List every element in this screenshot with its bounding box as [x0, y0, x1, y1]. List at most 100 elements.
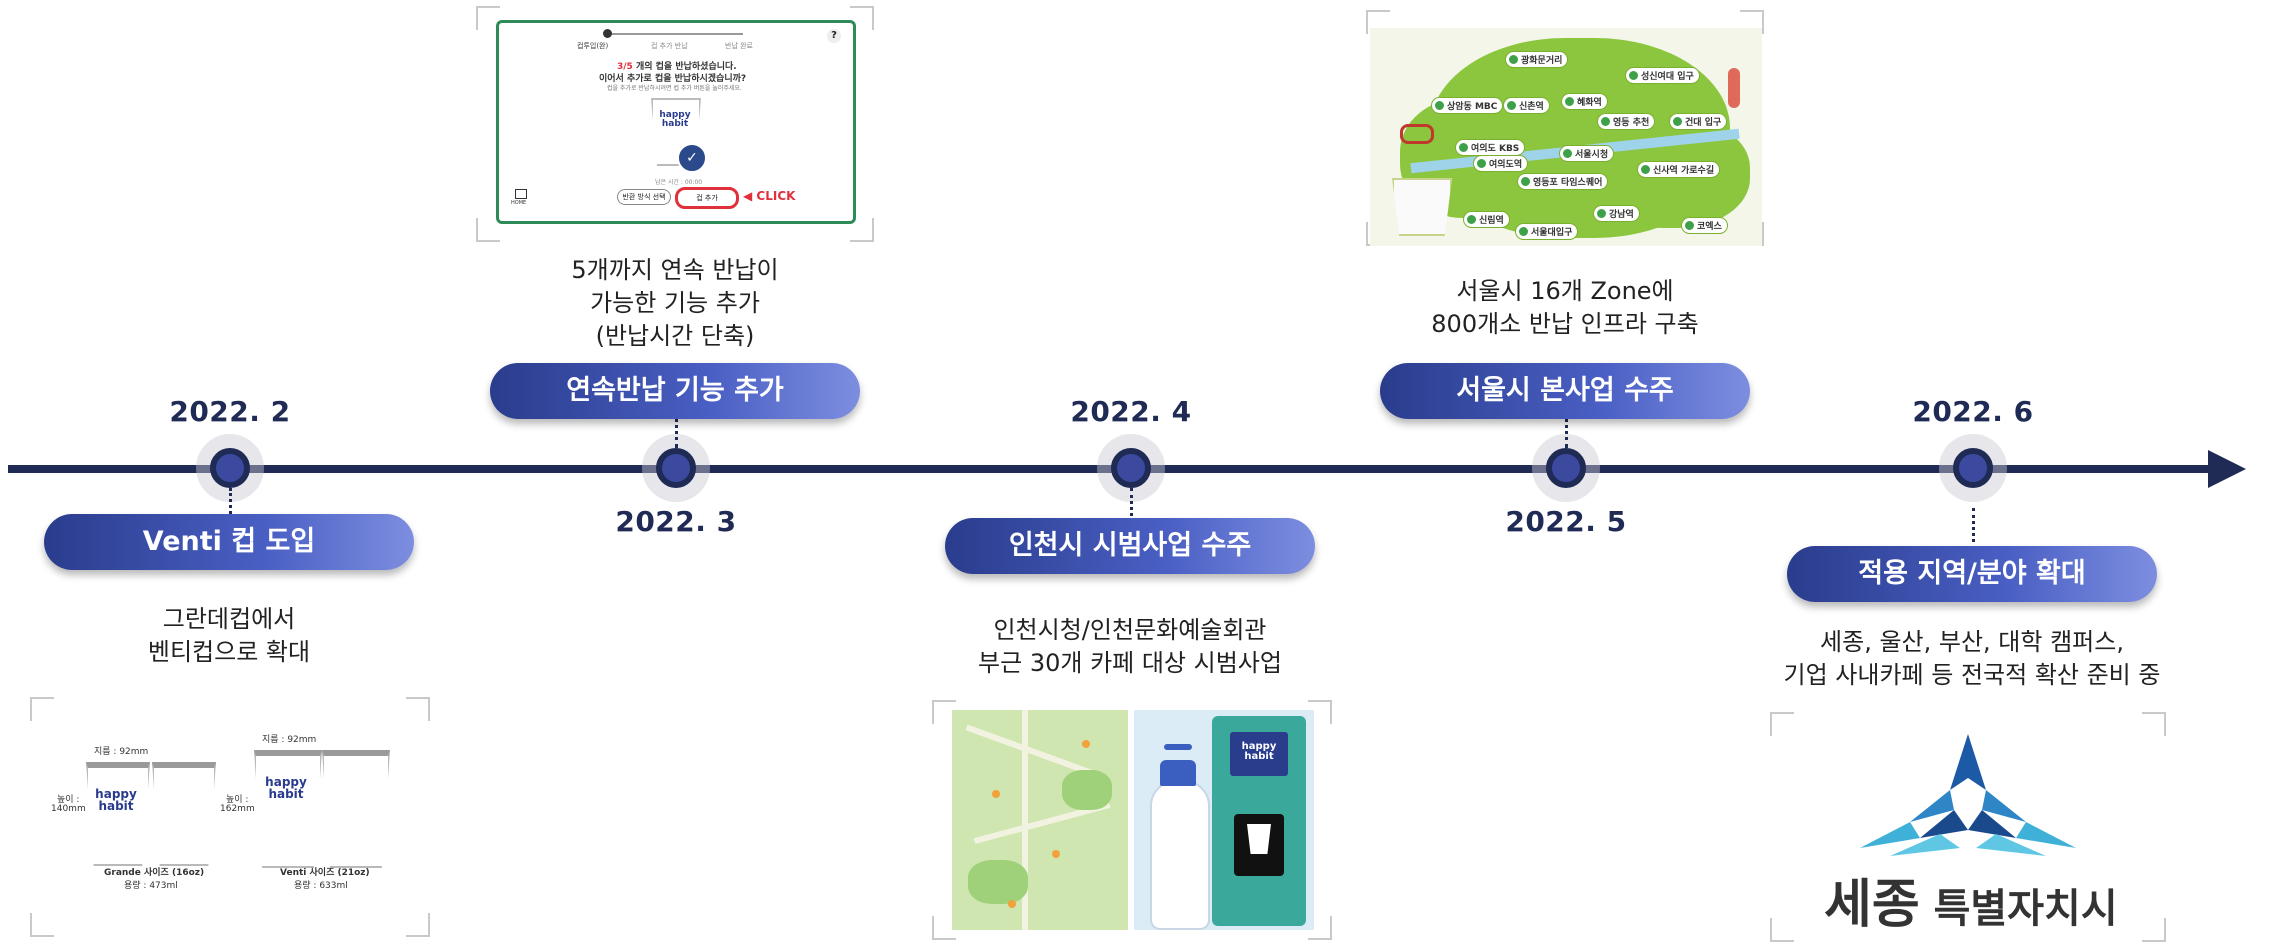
venti-name: Venti 사이즈 (21oz): [280, 868, 370, 878]
help-button[interactable]: ?: [827, 29, 841, 43]
connector-2022-3: [675, 418, 678, 448]
map-label: 여의도 KBS: [1456, 140, 1525, 155]
return-count-message: 3/5 개의 컵을 반납하셨습니다.: [617, 62, 737, 72]
desc-continuous-return: 5개까지 연속 반납이 가능한 기능 추가 (반납시간 단축): [525, 254, 825, 353]
desc-line: 그란데컵에서: [162, 605, 296, 633]
map-cup-icon: [1392, 178, 1452, 236]
desc-line: (반납시간 단축): [595, 322, 755, 350]
timeline-node-2022-3: [656, 448, 696, 488]
map-label: 건대 입구: [1670, 114, 1727, 129]
map-label: 상암동 MBC: [1432, 98, 1503, 113]
step-label: 반납 완료: [725, 42, 753, 50]
seoul-zone-map: 광화문거리 성신여대 입구 혜화역 상암동 MBC 신촌역 건대 입구 영등 추…: [1370, 28, 1762, 246]
year-2022-4: 2022. 4: [1070, 395, 1192, 428]
mascot-propeller-icon: [1164, 744, 1192, 750]
grande-height-value: 140mm: [51, 804, 86, 814]
map-label: 성신여대 입구: [1626, 68, 1699, 83]
sejong-name-rest: 특별자치시: [1919, 886, 2118, 932]
sejong-logo: [1850, 730, 2086, 860]
milestone-seoul-contract: 서울시 본사업 수주: [1380, 363, 1750, 419]
grande-cup-back: [152, 762, 216, 866]
kiosk-screen: [1230, 732, 1288, 776]
desc-line: 가능한 기능 추가: [590, 289, 760, 317]
milestone-incheon-pilot: 인천시 시범사업 수주: [945, 518, 1315, 574]
desc-seoul-contract: 서울시 16개 Zone에 800개소 반납 인프라 구축: [1375, 275, 1755, 341]
timeline-node-2022-6: [1953, 448, 1993, 488]
mascot-character: [1150, 780, 1210, 930]
click-callout: ◀ CLICK: [743, 189, 796, 203]
desc-line: 인천시청/인천문화예술회관: [993, 616, 1267, 644]
map-label: 서울대입구: [1516, 224, 1578, 239]
connector-2022-2: [229, 488, 232, 514]
grande-height-label: 높이 :: [57, 795, 80, 805]
desc-line: 부근 30개 카페 대상 시범사업: [978, 649, 1282, 677]
grande-cup-front: [86, 762, 150, 866]
grande-width-label: 지름 : 92mm: [94, 747, 149, 757]
incheon-map: [952, 710, 1128, 930]
step-label: 컵 추가 반납: [651, 42, 688, 50]
desc-venti-cup: 그란데컵에서 벤티컵으로 확대: [79, 603, 379, 669]
add-cup-question: 이어서 추가로 컵을 반납하시겠습니까?: [599, 74, 747, 84]
milestone-venti-cup: Venti 컵 도입: [44, 514, 414, 570]
map-label: 신림역: [1464, 212, 1509, 227]
grande-name: Grande 사이즈 (16oz): [104, 868, 205, 878]
photo-frame-app: [476, 6, 874, 242]
map-label: 강남역: [1594, 206, 1639, 221]
year-2022-6: 2022. 6: [1912, 395, 2034, 428]
timeline-node-2022-2: [210, 448, 250, 488]
year-2022-5: 2022. 5: [1505, 505, 1627, 538]
desc-expansion: 세종, 울산, 부산, 대학 캠퍼스, 기업 사내카페 등 전국적 확산 준비 …: [1757, 626, 2187, 692]
timeline-node-2022-5: [1546, 448, 1586, 488]
sejong-emblem-icon: [1860, 734, 2076, 856]
venti-cup-back: [322, 750, 390, 868]
timeline-arrow-icon: [2208, 450, 2246, 488]
photo-frame-cups: [30, 697, 430, 937]
desc-line: 기업 사내카페 등 전국적 확산 준비 중: [1783, 661, 2161, 689]
home-icon[interactable]: [515, 189, 527, 199]
map-label: 여의도역: [1474, 156, 1528, 171]
sejong-name-big: 세종: [1824, 875, 1920, 935]
venti-cup-front: [254, 750, 322, 868]
venti-volume: 용량 : 633ml: [294, 881, 348, 891]
milestone-expansion: 적용 지역/분야 확대: [1787, 546, 2157, 602]
map-label: 영등포 타임스퀘어: [1518, 174, 1608, 189]
venti-width-label: 지름 : 92mm: [262, 735, 317, 745]
timeline-node-2022-4: [1111, 448, 1151, 488]
step-progress-bar: [607, 33, 743, 35]
desc-line: 800개소 반납 인프라 구축: [1431, 310, 1699, 338]
venti-height-value: 162mm: [220, 804, 255, 814]
map-label: 코엑스: [1682, 218, 1727, 233]
mascot-hat: [1160, 760, 1196, 786]
runner-figure-icon: [1728, 68, 1740, 108]
desc-line: 5개까지 연속 반납이: [571, 256, 779, 284]
check-icon: ✓: [677, 143, 707, 173]
desc-line: 서울시 16개 Zone에: [1456, 277, 1674, 305]
add-cup-hint: 컵을 추가로 반납하시려면 컵 추가 버튼을 눌러주세요.: [607, 85, 742, 92]
bicycle-icon: [1400, 124, 1434, 144]
desc-line: 벤티컵으로 확대: [147, 638, 311, 666]
connector-2022-6: [1972, 508, 1975, 542]
grande-volume: 용량 : 473ml: [124, 881, 178, 891]
step-label: 컵투입(완): [577, 42, 609, 50]
kiosk-cup: [1247, 824, 1271, 854]
return-method-button[interactable]: 반환 방식 선택: [617, 189, 671, 205]
add-cup-button[interactable]: 컵 추가: [675, 187, 739, 209]
step-dot-active: [603, 29, 612, 38]
kiosk-app-screen: 컵투입(완) 컵 추가 반납 반납 완료 ? 3/5 개의 컵을 반납하셨습니다…: [496, 20, 856, 224]
photo-frame-sejong: [1770, 712, 2166, 942]
map-label: 신촌역: [1504, 98, 1549, 113]
map-label: 신사역 가로수길: [1638, 162, 1720, 177]
year-2022-3: 2022. 3: [615, 505, 737, 538]
connector-2022-5: [1565, 418, 1568, 448]
connector-2022-4: [1130, 488, 1133, 516]
desc-incheon-pilot: 인천시청/인천문화예술회관 부근 30개 카페 대상 시범사업: [930, 614, 1330, 680]
venti-height-label: 높이 :: [226, 795, 249, 805]
desc-line: 세종, 울산, 부산, 대학 캠퍼스,: [1820, 628, 2124, 656]
map-label: 광화문거리: [1506, 52, 1568, 67]
